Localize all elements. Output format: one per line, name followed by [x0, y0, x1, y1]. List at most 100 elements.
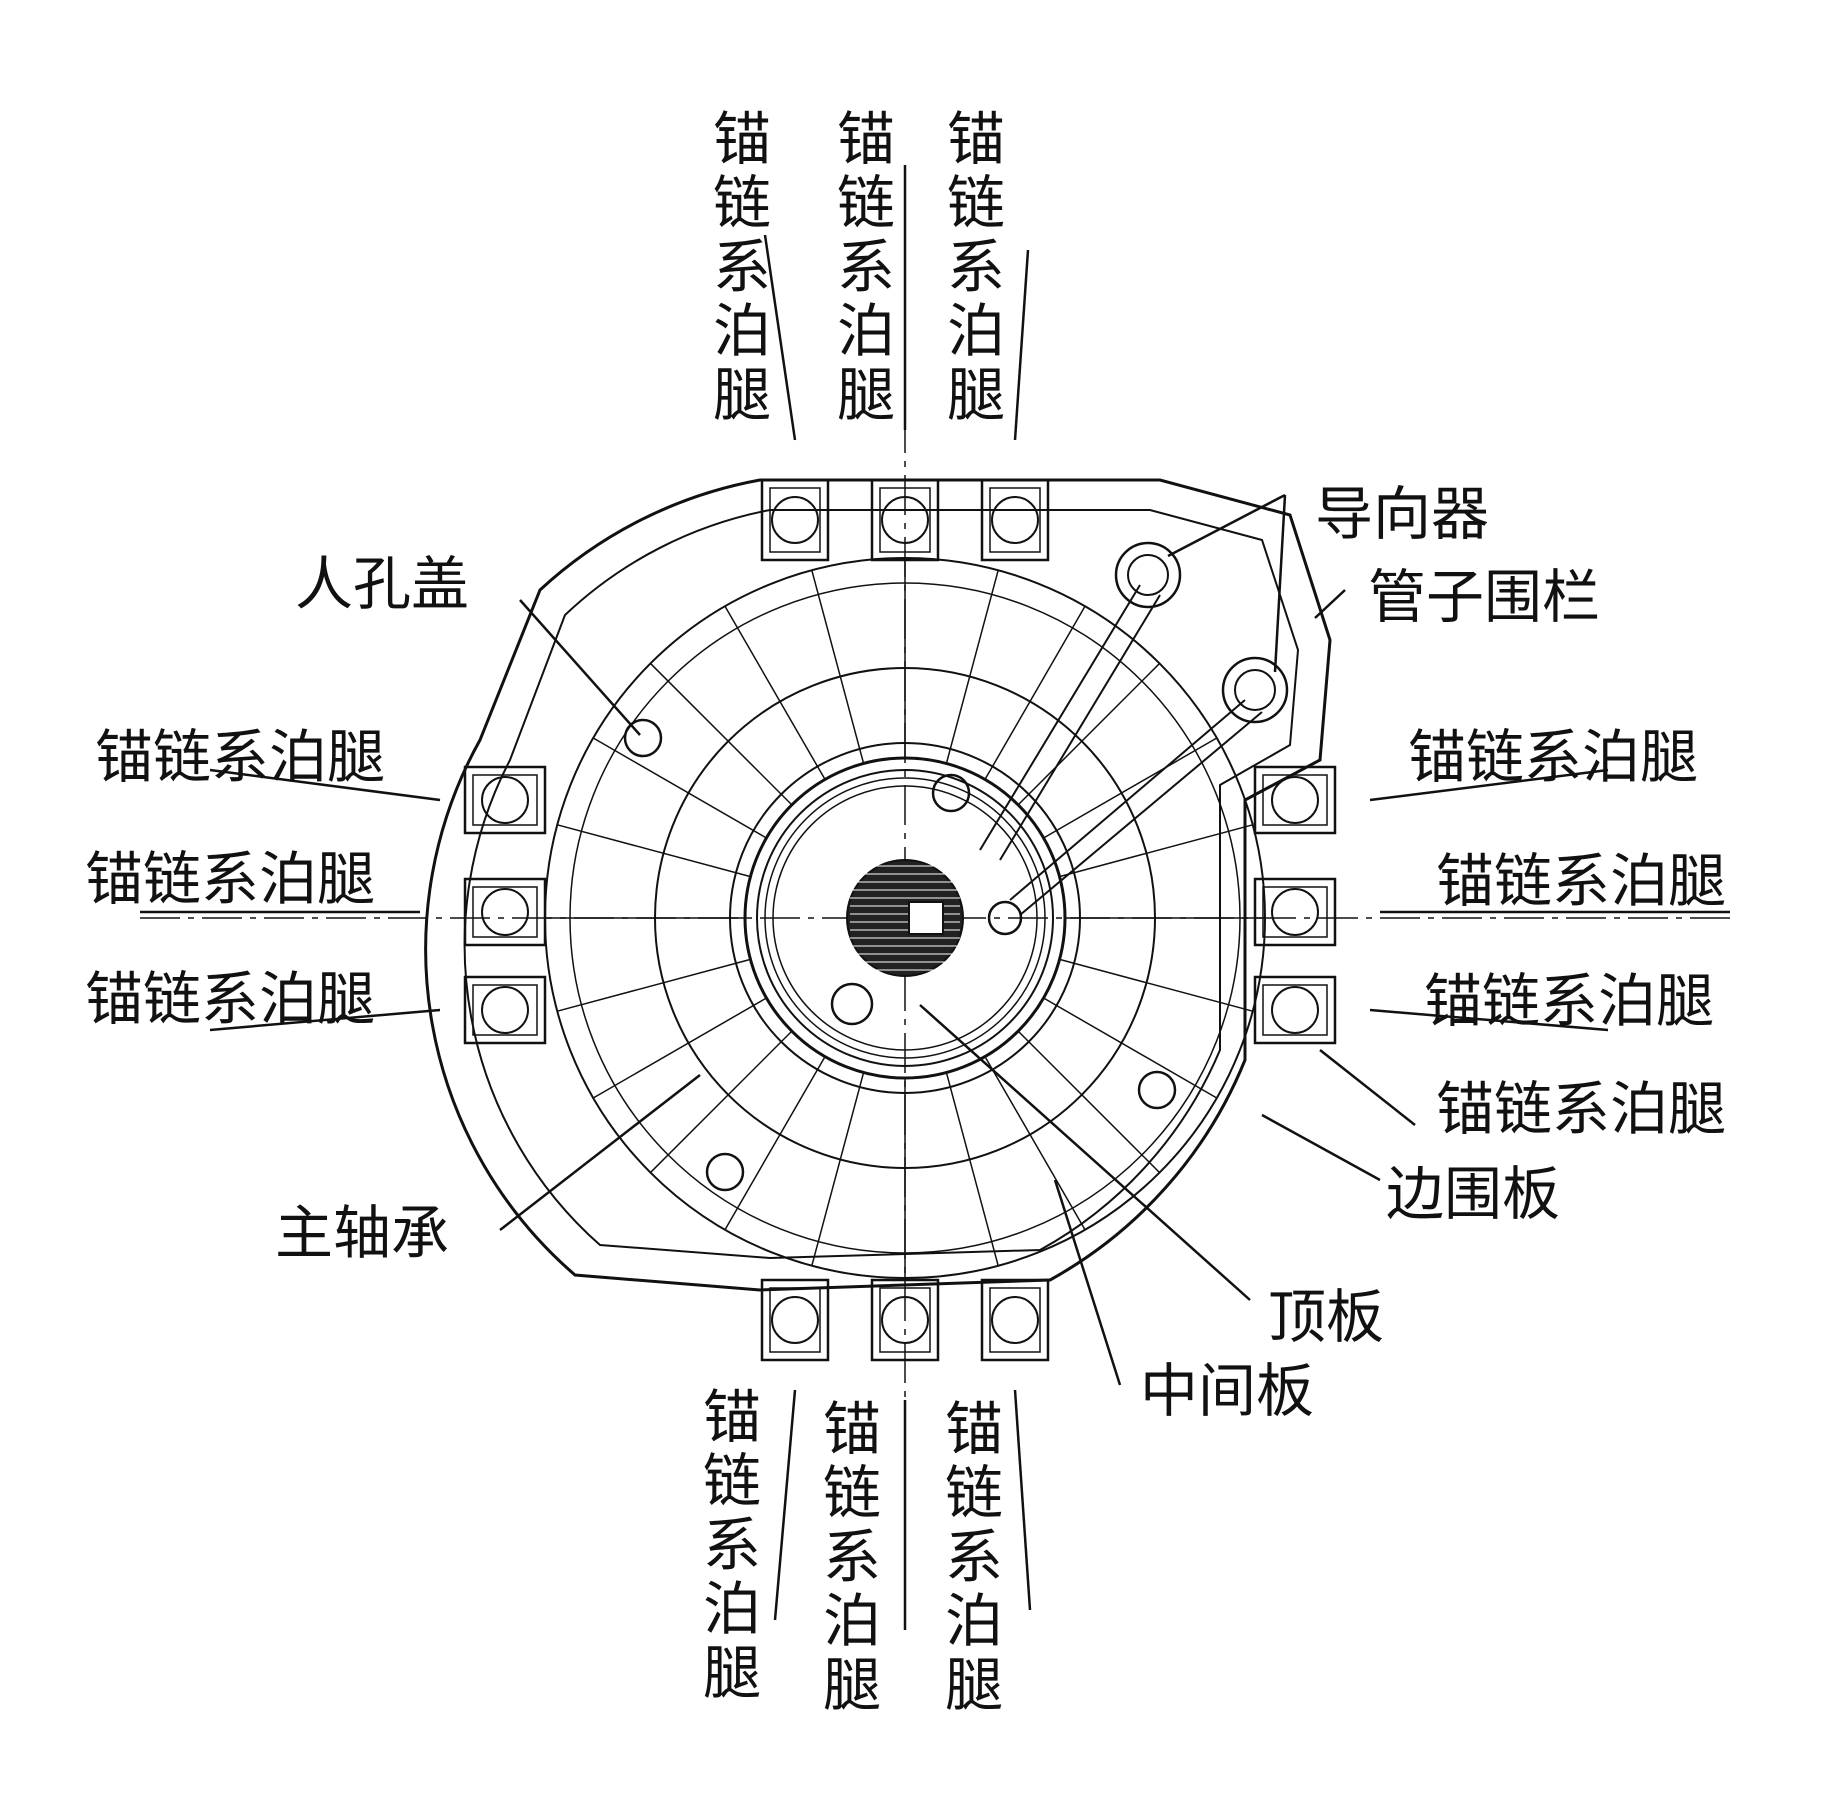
anchor-leg-label-left-2: 锚链系泊腿 — [85, 845, 376, 913]
radial-stiffener — [812, 570, 864, 763]
mooring-station-right-0-inner — [1263, 775, 1327, 825]
pipe-1a — [980, 585, 1140, 850]
radial-stiffener — [1060, 825, 1253, 877]
manhole-cover-label: 人孔盖 — [295, 550, 470, 618]
leader-line — [775, 1390, 795, 1620]
radial-stiffener — [557, 959, 750, 1011]
mooring-station-right-2-inner — [1263, 985, 1327, 1035]
anchor-leg-label-left-3: 锚链系泊腿 — [85, 965, 376, 1033]
radial-stiffener — [1044, 998, 1217, 1098]
leader-line — [920, 1005, 1250, 1300]
mooring-station-top-0 — [762, 480, 828, 560]
radial-stiffener — [1060, 959, 1253, 1011]
leader-line — [1370, 770, 1608, 800]
pipe-2b — [1020, 712, 1262, 915]
radial-stiffener — [946, 1073, 998, 1266]
mooring-station-top-1 — [872, 480, 938, 560]
mooring-station-top-2 — [982, 480, 1048, 560]
radial-stiffener — [650, 663, 791, 804]
anchor-leg-label-bottom-2: 锚链系泊腿 — [813, 1398, 881, 1718]
radial-stiffener — [1018, 663, 1159, 804]
leader-line — [1055, 1180, 1120, 1385]
radial-stiffener — [593, 998, 766, 1098]
mooring-station-right-1 — [1255, 879, 1335, 945]
hub-opening — [909, 902, 943, 934]
mooring-station-left-0-chain-stopper — [482, 777, 528, 823]
anchor-leg-label-bottom-1: 锚链系泊腿 — [693, 1386, 761, 1706]
mooring-station-left-0 — [465, 767, 545, 833]
anchor-leg-label-top-2: 锚链系泊腿 — [827, 108, 895, 428]
mooring-station-top-1-chain-stopper — [882, 497, 928, 543]
main-bearing-hub — [847, 860, 963, 976]
radial-stiffener — [985, 606, 1085, 779]
anchor-leg-label-top-1: 锚链系泊腿 — [703, 108, 771, 428]
mooring-station-left-1 — [465, 879, 545, 945]
anchor-leg-label-right-1: 锚链系泊腿 — [1408, 723, 1699, 791]
mooring-station-right-0 — [1255, 767, 1335, 833]
radial-stiffener — [557, 825, 750, 877]
mooring-station-bottom-0-chain-stopper — [772, 1297, 818, 1343]
opening-3 — [625, 720, 661, 756]
pipe-1b — [1000, 595, 1160, 860]
inner-hull-outline — [465, 510, 1298, 1258]
mooring-station-left-0-inner — [473, 775, 537, 825]
anchor-leg-label-right-3: 锚链系泊腿 — [1424, 967, 1715, 1035]
outer-hull-outline — [426, 480, 1330, 1290]
mooring-station-right-1-inner — [1263, 887, 1327, 937]
pipe-fence-label: 管子围栏 — [1368, 563, 1601, 631]
mooring-station-top-0-inner — [770, 488, 820, 552]
leader-line — [1015, 250, 1028, 440]
guide-inner-2 — [1235, 670, 1275, 710]
leader-line — [1320, 1050, 1415, 1125]
mooring-station-bottom-1-chain-stopper — [882, 1297, 928, 1343]
top-plate-label: 顶板 — [1268, 1283, 1385, 1351]
opening-7 — [1223, 658, 1287, 722]
anchor-leg-label-left-1: 锚链系泊腿 — [95, 723, 386, 791]
middle-plate-label: 中间板 — [1140, 1357, 1315, 1425]
mooring-station-right-2-chain-stopper — [1272, 987, 1318, 1033]
mooring-station-left-2-chain-stopper — [482, 987, 528, 1033]
leader-line — [500, 1075, 700, 1230]
guide-label: 导向器 — [1315, 480, 1490, 548]
mooring-station-bottom-2-chain-stopper — [992, 1297, 1038, 1343]
mooring-station-left-1-chain-stopper — [482, 889, 528, 935]
anchor-leg-label-right-2: 锚链系泊腿 — [1436, 847, 1727, 915]
leader-line — [210, 770, 440, 800]
mooring-station-right-2 — [1255, 977, 1335, 1043]
mooring-station-bottom-2 — [982, 1280, 1048, 1360]
radial-stiffener — [725, 606, 825, 779]
opening-4 — [707, 1154, 743, 1190]
radial-stiffener — [985, 1057, 1085, 1230]
mooring-station-top-1-inner — [880, 488, 930, 552]
anchor-leg-label-right-4: 锚链系泊腿 — [1436, 1075, 1727, 1143]
mooring-station-top-0-chain-stopper — [772, 497, 818, 543]
mooring-station-bottom-1-inner — [880, 1288, 930, 1352]
opening-5 — [1139, 1072, 1175, 1108]
mooring-station-top-2-inner — [990, 488, 1040, 552]
main-bearing-label: 主轴承 — [275, 1199, 450, 1267]
mooring-station-left-2-inner — [473, 985, 537, 1035]
turret-structure — [140, 165, 1730, 1630]
mooring-station-bottom-1 — [872, 1280, 938, 1360]
radial-stiffener — [946, 570, 998, 763]
leader-line — [210, 1010, 440, 1030]
leader-line — [1275, 495, 1285, 672]
radial-stiffener — [593, 738, 766, 838]
mooring-station-bottom-2-inner — [990, 1288, 1040, 1352]
mooring-station-top-2-chain-stopper — [992, 497, 1038, 543]
radial-stiffener — [1018, 1031, 1159, 1172]
side-plate-label: 边围板 — [1386, 1160, 1561, 1228]
leader-line — [765, 235, 795, 440]
anchor-leg-label-bottom-3: 锚链系泊腿 — [935, 1398, 1003, 1718]
mooring-station-left-1-inner — [473, 887, 537, 937]
mooring-station-bottom-0 — [762, 1280, 828, 1360]
radial-stiffener — [1044, 738, 1217, 838]
mooring-station-right-1-chain-stopper — [1272, 889, 1318, 935]
leader-line — [1015, 1390, 1030, 1610]
guide-inner-1 — [1128, 555, 1168, 595]
leader-line — [1262, 1115, 1380, 1180]
mooring-station-bottom-0-inner — [770, 1288, 820, 1352]
leader-line — [520, 600, 640, 735]
mooring-station-left-2 — [465, 977, 545, 1043]
